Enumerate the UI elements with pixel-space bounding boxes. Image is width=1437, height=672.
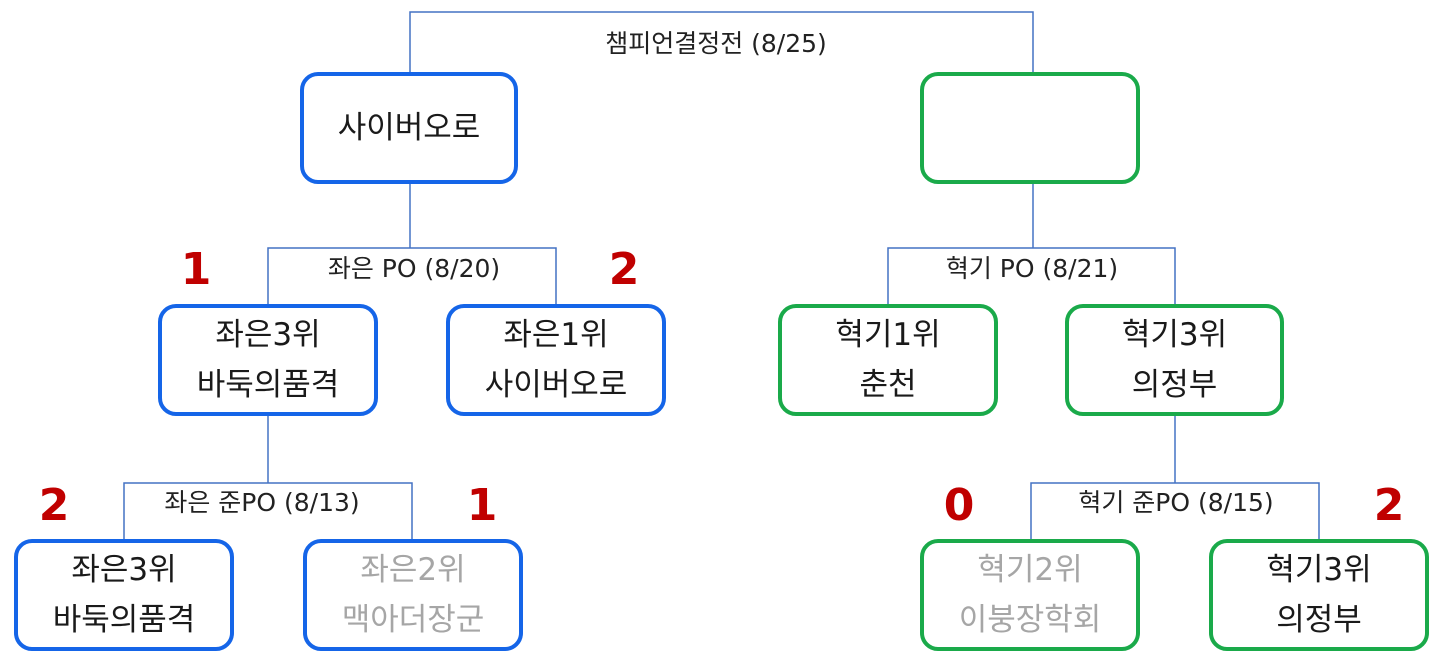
final-right-team-box — [920, 72, 1140, 184]
left-semi-team-a-seed: 좌은3위 — [71, 552, 177, 588]
right-po-team-b-name: 의정부 — [1131, 367, 1218, 403]
right-po-team-b-box: 혁기3위 의정부 — [1065, 304, 1284, 416]
right-semi-team-a-score: 0 — [943, 480, 975, 531]
right-semi-connector — [1030, 482, 1320, 541]
left-po-connector — [267, 247, 557, 306]
left-po-team-b-score: 2 — [608, 244, 640, 295]
right-semi-team-a-seed: 혁기2위 — [977, 552, 1083, 588]
left-po-team-a-box: 좌은3위 바둑의품격 — [158, 304, 378, 416]
right-semi-team-a-name: 이붕장학회 — [958, 602, 1102, 638]
right-po-team-a-name: 춘천 — [859, 367, 917, 403]
left-semi-team-b-score: 1 — [466, 480, 498, 531]
final-title: 챔피언결정전 (8/25) — [599, 28, 833, 60]
final-left-team-box: 사이버오로 — [300, 72, 518, 184]
left-semi-title: 좌은 준PO (8/13) — [158, 487, 366, 519]
left-semi-team-b-box: 좌은2위 맥아더장군 — [303, 539, 523, 651]
right-semi-title: 혁기 준PO (8/15) — [1072, 487, 1280, 519]
right-semi-team-a-box: 혁기2위 이붕장학회 — [920, 539, 1140, 651]
left-po-team-b-name: 사이버오로 — [484, 367, 628, 403]
right-po-team-a-seed: 혁기1위 — [835, 317, 941, 353]
left-semi-team-b-name: 맥아더장군 — [341, 602, 485, 638]
right-po-connector — [887, 247, 1176, 306]
left-po-team-b-seed: 좌은1위 — [503, 317, 609, 353]
left-po-title: 좌은 PO (8/20) — [321, 253, 507, 285]
right-semi-team-b-box: 혁기3위 의정부 — [1209, 539, 1429, 651]
left-po-team-a-name: 바둑의품격 — [196, 367, 340, 403]
right-po-team-b-seed: 혁기3위 — [1121, 317, 1228, 353]
right-po-title: 혁기 PO (8/21) — [939, 253, 1125, 285]
left-semi-connector — [123, 482, 413, 541]
left-po-team-a-score: 1 — [180, 244, 212, 295]
right-po-team-a-box: 혁기1위 춘천 — [778, 304, 998, 416]
final-connector — [409, 11, 1034, 74]
left-semi-team-a-box: 좌은3위 바둑의품격 — [14, 539, 234, 651]
right-semi-team-b-seed: 혁기3위 — [1266, 552, 1372, 588]
left-semi-team-b-seed: 좌은2위 — [360, 552, 466, 588]
left-semi-team-a-name: 바둑의품격 — [52, 602, 196, 638]
final-left-team-name: 사이버오로 — [337, 110, 481, 146]
right-semi-team-b-score: 2 — [1373, 480, 1405, 531]
left-po-team-b-box: 좌은1위 사이버오로 — [446, 304, 666, 416]
left-semi-team-a-score: 2 — [38, 480, 70, 531]
right-semi-team-b-name: 의정부 — [1276, 602, 1362, 638]
left-po-team-a-seed: 좌은3위 — [215, 317, 321, 353]
